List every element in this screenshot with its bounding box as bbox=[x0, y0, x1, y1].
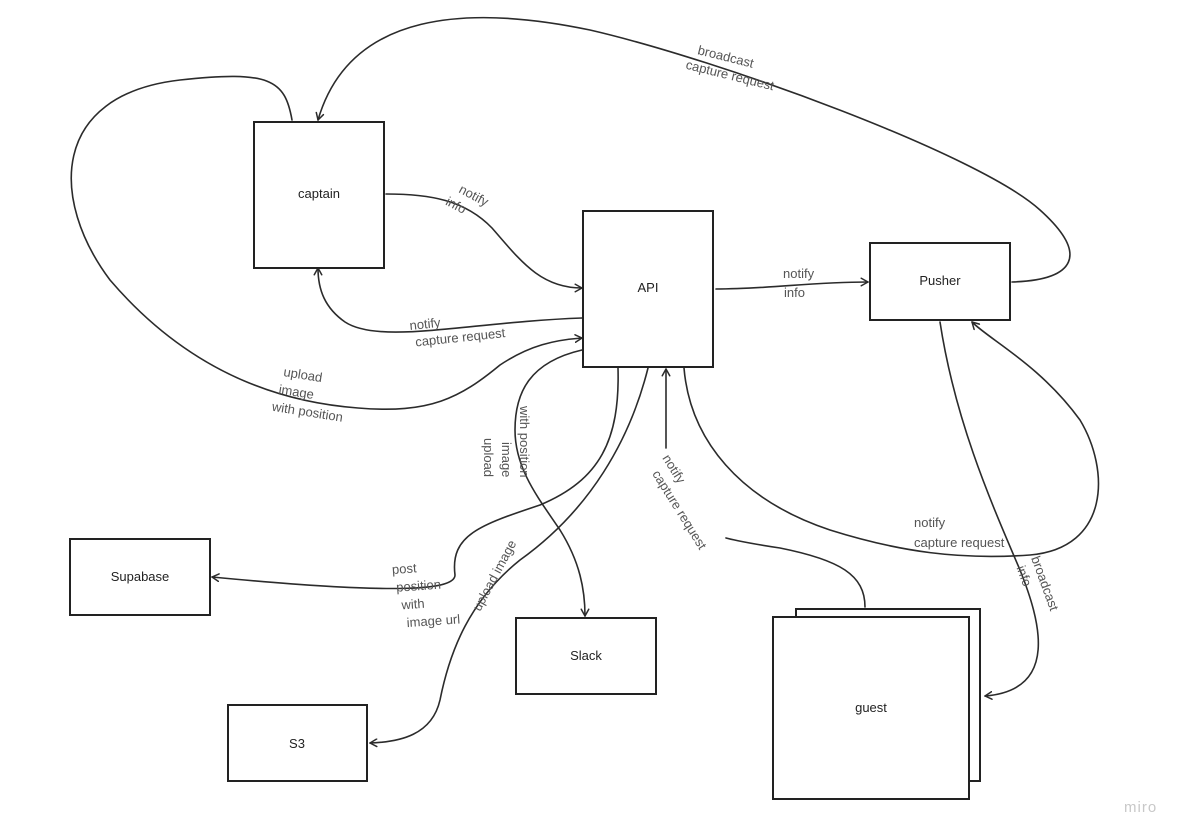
node-api-label: API bbox=[638, 280, 659, 295]
label-line: with position bbox=[517, 405, 532, 478]
edge-api-pusher-notify bbox=[715, 277, 869, 290]
label-line: capture request bbox=[914, 535, 1005, 550]
edge-pusher-guest-broadcast bbox=[939, 321, 1040, 700]
edge-api-supabase-post bbox=[211, 367, 619, 590]
label-captain-notify-info: notify info bbox=[443, 181, 491, 216]
node-slack-label: Slack bbox=[570, 648, 602, 663]
node-captain[interactable]: captain bbox=[253, 121, 385, 269]
label-line: notify bbox=[914, 515, 946, 530]
label-captain-upload-image: upload image with position bbox=[270, 364, 344, 425]
node-pusher[interactable]: Pusher bbox=[869, 242, 1011, 321]
node-pusher-label: Pusher bbox=[919, 273, 961, 288]
node-api[interactable]: API bbox=[582, 210, 714, 368]
label-line: with bbox=[400, 596, 425, 613]
node-supabase-label: Supabase bbox=[111, 569, 170, 584]
label-line: image bbox=[499, 442, 514, 477]
label-line: upload image bbox=[469, 537, 519, 613]
label-guest-notify-capture: notify capture request bbox=[649, 452, 710, 553]
label-line: notify bbox=[409, 315, 442, 333]
label-line: info bbox=[784, 285, 805, 300]
edge-captain-api-upload bbox=[70, 75, 583, 411]
label-broadcast-capture-request: broadcast capture request bbox=[684, 42, 776, 93]
label-slack-upload-image: upload image with position bbox=[481, 405, 532, 478]
node-s3-label: S3 bbox=[289, 736, 305, 751]
label-line: position bbox=[396, 577, 442, 595]
label-line: image url bbox=[406, 611, 460, 630]
edge-pusher-captain-broadcast bbox=[315, 16, 1071, 283]
label-line: upload bbox=[283, 364, 324, 385]
label-line: with position bbox=[270, 399, 344, 425]
label-pusher-guest-broadcast: broadcast info bbox=[1014, 554, 1062, 613]
miro-watermark: miro bbox=[1124, 799, 1157, 816]
edge-captain-api-notify bbox=[385, 193, 583, 293]
label-api-pusher-notify-info: notify info bbox=[783, 266, 815, 300]
label-line: image bbox=[278, 382, 315, 402]
label-api-pusher-capture: notify capture request bbox=[914, 515, 1005, 550]
edge-api-captain-notify bbox=[313, 267, 583, 333]
edge-api-s3-upload bbox=[369, 367, 649, 748]
node-guest-label: guest bbox=[855, 700, 887, 715]
node-s3[interactable]: S3 bbox=[227, 704, 368, 782]
edge-guest-api-notify bbox=[725, 537, 866, 608]
label-supabase-post: post position with image url bbox=[391, 560, 460, 630]
node-guest[interactable]: guest bbox=[772, 608, 981, 800]
label-line: info bbox=[1014, 563, 1035, 588]
node-slack[interactable]: Slack bbox=[515, 617, 657, 695]
node-captain-label: captain bbox=[298, 186, 340, 201]
node-supabase[interactable]: Supabase bbox=[69, 538, 211, 616]
label-line: upload bbox=[481, 438, 496, 477]
label-line: post bbox=[391, 560, 417, 577]
edge-api-pusher-capture bbox=[683, 321, 1100, 558]
label-line: notify bbox=[783, 266, 815, 281]
label-api-captain-notify: notify capture request bbox=[409, 315, 507, 350]
edge-api-slack-upload bbox=[514, 349, 590, 617]
label-s3-upload-image: upload image bbox=[469, 537, 519, 613]
